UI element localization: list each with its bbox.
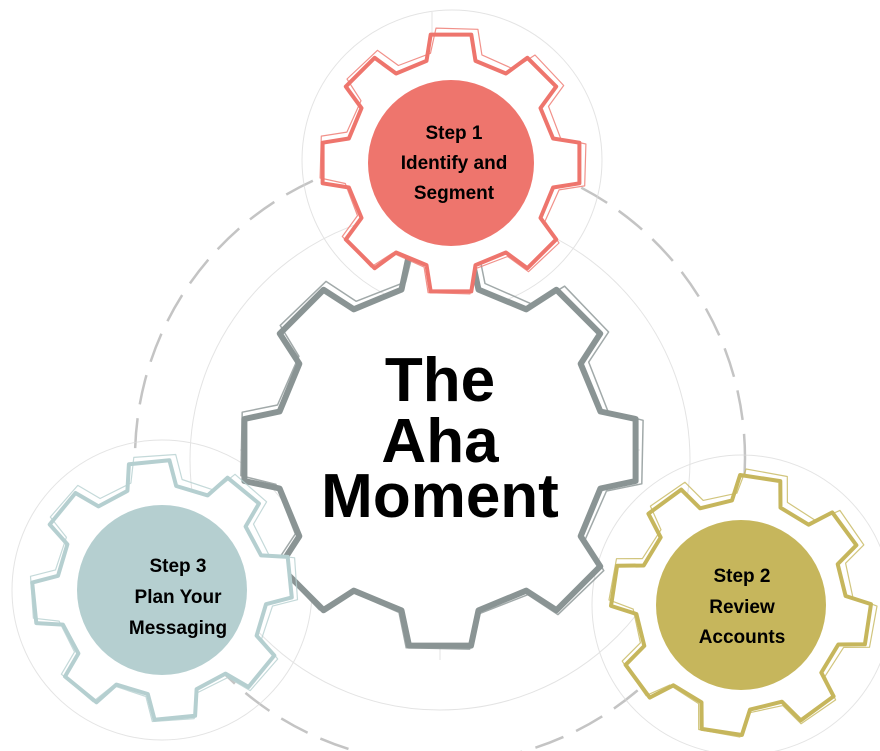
center-title-line1: The	[385, 346, 495, 415]
step3-label-line3: Messaging	[129, 618, 227, 639]
center-title-line2: Aha	[381, 407, 499, 476]
step2-label-line2: Review	[709, 597, 775, 618]
step2-label-line1: Step 2	[713, 566, 770, 587]
center-gear: The Aha Moment	[240, 246, 644, 650]
step3-label-line1: Step 3	[149, 556, 206, 577]
step1-label-line1: Step 1	[425, 123, 482, 144]
center-gear-sketch-outline	[240, 246, 644, 650]
step2-gear-sketch-outline	[608, 468, 878, 738]
step3-disc	[77, 505, 247, 675]
step1-gear-sketch-outline	[319, 27, 587, 295]
step3-gear-sketch-outline	[29, 453, 299, 723]
step2-disc	[656, 520, 826, 690]
step2-gear: Step 2 Review Accounts	[608, 468, 878, 738]
step1-label-line2: Identify and	[401, 153, 508, 174]
step1-disc	[368, 80, 534, 246]
center-title-line3: Moment	[321, 462, 559, 531]
center-gear-outline	[241, 251, 639, 649]
step3-label-line2: Plan Your	[135, 587, 223, 608]
step1-gear: Step 1 Identify and Segment	[319, 27, 587, 295]
step3-gear: Step 3 Plan Your Messaging	[29, 453, 299, 723]
step1-label-line3: Segment	[414, 183, 495, 204]
step2-label-line3: Accounts	[699, 627, 786, 648]
